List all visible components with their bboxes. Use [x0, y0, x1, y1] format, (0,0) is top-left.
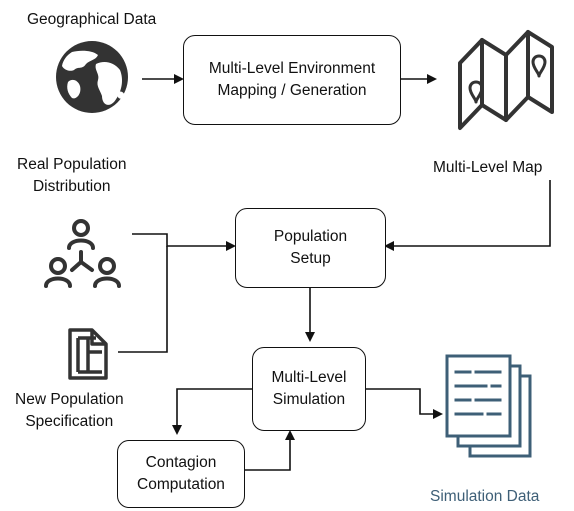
population-setup-line2: Setup [290, 250, 331, 267]
contagion-computation-box: Contagion Computation [117, 440, 245, 508]
environment-mapping-line1: Multi-Level Environment [208, 60, 376, 77]
new-population-line1: New Population [15, 391, 124, 408]
connector-realpop-to-setup [132, 233, 236, 251]
arrow-contagion-to-simulation [245, 430, 295, 471]
new-population-label: New Population Specification [15, 389, 124, 433]
connector-newpop-to-setup [118, 246, 168, 353]
arrow-simulation-to-contagion [172, 388, 252, 435]
environment-mapping-line2: Mapping / Generation [217, 82, 367, 99]
contagion-computation-line1: Contagion [145, 454, 217, 471]
population-setup-box: Population Setup [235, 208, 386, 288]
multi-level-simulation-box: Multi-Level Simulation [252, 347, 366, 431]
multi-level-map-label: Multi-Level Map [433, 159, 543, 176]
environment-mapping-box: Multi-Level Environment Mapping / Genera… [183, 35, 401, 125]
contagion-computation-line2: Computation [137, 476, 225, 493]
simulation-data-label: Simulation Data [430, 488, 540, 505]
arrow-simulation-to-data [366, 388, 443, 419]
multi-level-simulation-line1: Multi-Level [271, 369, 347, 386]
multi-level-simulation-line2: Simulation [272, 391, 346, 408]
real-population-label: Real Population Distribution [17, 154, 126, 198]
population-setup-line1: Population [273, 228, 348, 245]
new-population-line2: Specification [25, 413, 114, 430]
map-icon [458, 30, 554, 130]
real-population-line1: Real Population [17, 156, 127, 173]
connector-map-to-setup [384, 180, 551, 251]
report-documents-icon [445, 354, 532, 458]
geographical-data-label: Geographical Data [27, 11, 157, 28]
people-network-icon [44, 219, 121, 288]
real-population-line2: Distribution [32, 178, 111, 195]
document-icon [68, 328, 108, 380]
globe-icon [56, 41, 128, 113]
